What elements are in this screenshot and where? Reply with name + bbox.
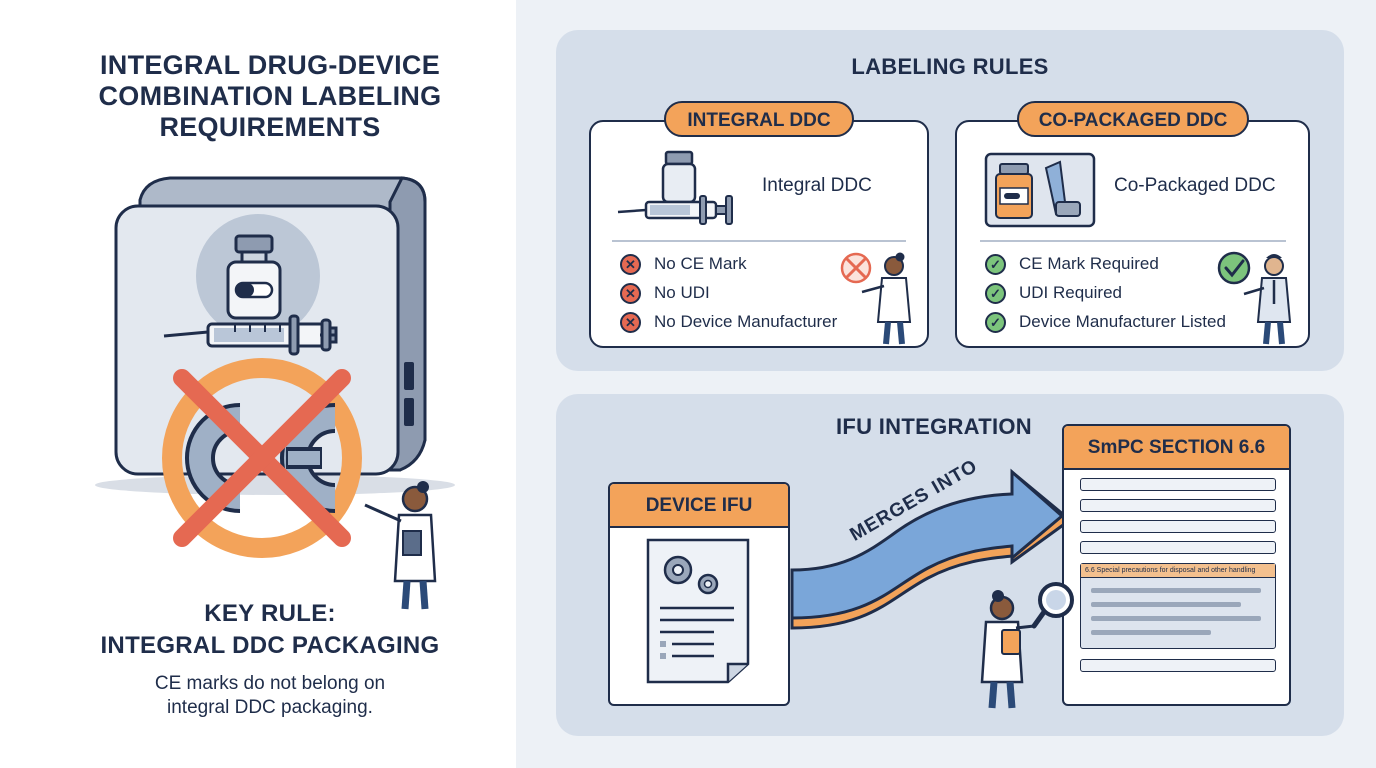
co-packaged-rule-item: ✓ CE Mark Required <box>985 252 1159 276</box>
integral-rule-item: ✕ No UDI <box>620 281 710 305</box>
ce-mark-prohibited-icon <box>162 358 362 558</box>
check-circle-icon: ✓ <box>985 253 1006 275</box>
main-title-line: REQUIREMENTS <box>159 112 381 142</box>
integral-divider <box>612 240 906 242</box>
scientist-figure <box>364 481 437 610</box>
integral-ddc-pill: INTEGRAL DDC <box>664 101 854 137</box>
integral-rule-label: No UDI <box>654 283 710 302</box>
integral-ddc-heading: Integral DDC <box>762 175 872 196</box>
smpc-text-line <box>1091 616 1261 621</box>
smpc-text-line <box>1091 588 1261 593</box>
ifu-integration-title: IFU INTEGRATION <box>836 414 1032 439</box>
smpc-text-line <box>1080 520 1276 533</box>
co-packaged-rule-label: UDI Required <box>1019 283 1122 302</box>
main-title-line: COMBINATION LABELING <box>98 81 442 111</box>
device-ifu-header: DEVICE IFU <box>610 484 788 528</box>
integral-device-icon <box>617 150 733 225</box>
smpc-text-line <box>1080 659 1276 672</box>
x-circle-icon: ✕ <box>620 311 641 333</box>
key-rule-body-line: integral DDC packaging. <box>167 697 373 718</box>
x-circle-icon: ✕ <box>620 282 641 304</box>
check-circle-icon: ✓ <box>985 282 1006 304</box>
smpc-text-line <box>1091 602 1241 607</box>
x-circle-icon: ✕ <box>620 253 641 275</box>
co-packaged-ddc-pill: CO-PACKAGED DDC <box>1017 101 1249 137</box>
smpc-text-line <box>1091 630 1211 635</box>
smpc-section-6-6: 6.6 Special precautions for disposal and… <box>1080 563 1276 649</box>
labeling-rules-title: LABELING RULES <box>851 54 1049 79</box>
key-rule-body: CE marks do not belong on integral DDC p… <box>40 672 500 720</box>
smpc-text-line <box>1080 478 1276 491</box>
integral-rule-item: ✕ No CE Mark <box>620 252 747 276</box>
co-packaged-ddc-heading: Co-Packaged DDC <box>1114 175 1276 196</box>
co-packaged-divider <box>980 240 1286 242</box>
key-rule-body-line: CE marks do not belong on <box>154 673 386 694</box>
co-packaged-rule-label: Device Manufacturer Listed <box>1019 312 1226 331</box>
key-rule-title: KEY RULE: INTEGRAL DDC PACKAGING <box>40 598 500 662</box>
check-circle-icon: ✓ <box>985 311 1006 333</box>
smpc-text-line <box>1080 541 1276 554</box>
key-rule-title-line: KEY RULE: <box>204 600 336 627</box>
co-packaged-rule-item: ✓ Device Manufacturer Listed <box>985 310 1226 334</box>
scientist-with-magnifier-figure <box>980 582 1074 709</box>
smpc-header: SmPC SECTION 6.6 <box>1064 426 1289 470</box>
syringe-icon <box>163 314 338 356</box>
scientist-with-check-figure <box>1217 251 1292 345</box>
integral-rule-label: No CE Mark <box>654 254 747 273</box>
ddc-package-illustration <box>95 176 455 610</box>
merge-arrow <box>790 468 1073 630</box>
smpc-text-line <box>1080 499 1276 512</box>
scientist-with-x-figure <box>840 252 912 345</box>
ifu-page-icon <box>646 538 750 684</box>
vial-icon <box>226 234 282 320</box>
co-packaged-device-icon <box>984 152 1096 228</box>
integral-rule-label: No Device Manufacturer <box>654 312 838 331</box>
smpc-document: SmPC SECTION 6.6 6.6 Special precautions… <box>1062 424 1291 706</box>
integral-rule-item: ✕ No Device Manufacturer <box>620 310 837 334</box>
main-title-line: INTEGRAL DRUG-DEVICE <box>99 50 441 80</box>
co-packaged-rule-label: CE Mark Required <box>1019 254 1159 273</box>
key-rule-title-line: INTEGRAL DDC PACKAGING <box>100 632 440 659</box>
co-packaged-rule-item: ✓ UDI Required <box>985 281 1122 305</box>
main-title: INTEGRAL DRUG-DEVICE COMBINATION LABELIN… <box>40 50 500 143</box>
smpc-highlight-label: 6.6 Special precautions for disposal and… <box>1081 564 1275 578</box>
